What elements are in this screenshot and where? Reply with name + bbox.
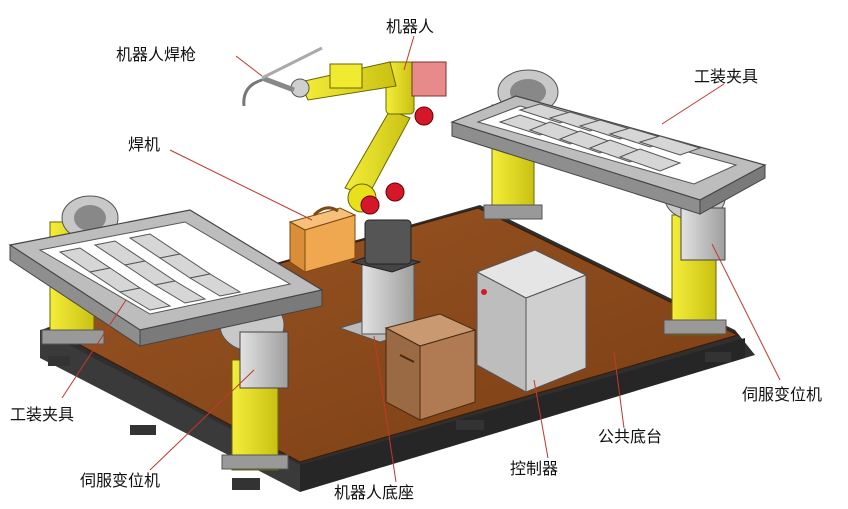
label-robot-torch: 机器人焊枪 bbox=[116, 45, 196, 64]
robot-base bbox=[338, 251, 422, 343]
leader-base bbox=[613, 351, 625, 429]
label-robot: 机器人 bbox=[386, 17, 434, 36]
workpiece-box bbox=[384, 313, 477, 421]
servo-motor-left bbox=[239, 331, 289, 389]
left-fixture bbox=[8, 209, 324, 347]
leader-positioner-left bbox=[149, 369, 255, 471]
label-common-base: 公共底台 bbox=[598, 427, 662, 446]
label-fixture-right: 工装夹具 bbox=[694, 67, 758, 86]
robot-arm bbox=[242, 46, 447, 265]
label-robot-base: 机器人底座 bbox=[334, 483, 414, 502]
label-fixture-left: 工装夹具 bbox=[10, 405, 74, 424]
controller-cabinet bbox=[475, 249, 588, 393]
leader-robot bbox=[403, 35, 415, 71]
welder-unit bbox=[288, 206, 357, 273]
joint-motor bbox=[360, 195, 380, 215]
robot-motor-pink bbox=[411, 61, 447, 97]
leader-positioner-right bbox=[711, 243, 781, 381]
label-welder: 焊机 bbox=[128, 135, 160, 154]
label-servo-positioner-left: 伺服变位机 bbox=[80, 471, 160, 490]
label-controller: 控制器 bbox=[510, 459, 558, 478]
welding-torch bbox=[242, 46, 323, 107]
leader-welder bbox=[169, 149, 313, 221]
leader-controller bbox=[533, 379, 549, 459]
leader-robot-base bbox=[373, 335, 397, 483]
leader-torch bbox=[235, 55, 263, 77]
leader-fixture-right bbox=[661, 83, 725, 125]
label-servo-positioner-right: 伺服变位机 bbox=[742, 385, 822, 404]
leader-lines bbox=[61, 35, 781, 483]
leader-fixture-left bbox=[61, 299, 127, 399]
servo-motor-right bbox=[680, 207, 726, 261]
right-fixture bbox=[450, 95, 767, 215]
